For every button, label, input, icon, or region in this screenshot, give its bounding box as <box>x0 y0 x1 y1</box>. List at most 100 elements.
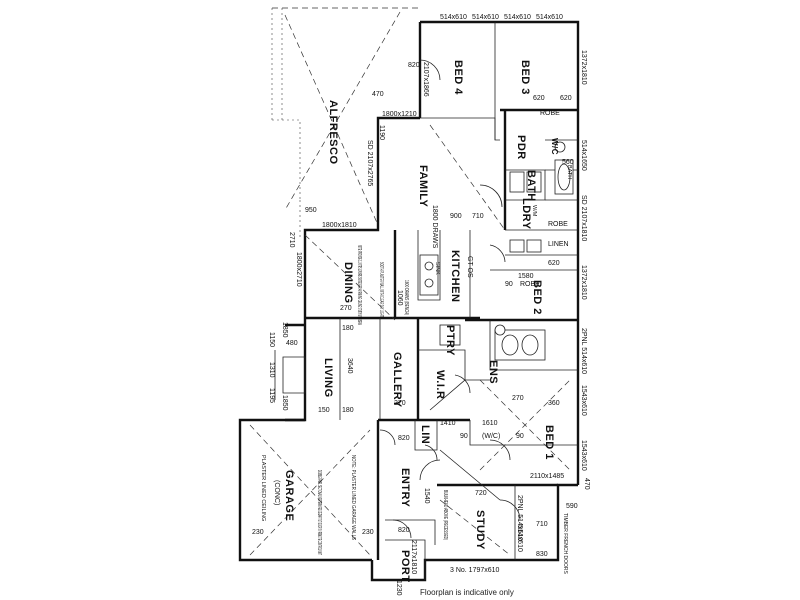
floorplan-caption: Floorplan is indicative only <box>420 588 514 597</box>
dim-label: 1150 <box>268 332 275 347</box>
dim-label: 90 <box>460 433 468 440</box>
dim-label: 514x610 <box>516 525 523 552</box>
dim-label: TIMBER FRENCH DOORS <box>562 513 568 575</box>
note-garage-door: DOUBLE PANEL SECTIONAL WESTERN RED CEDAR… <box>316 470 322 555</box>
dim-label: 180 <box>342 325 354 332</box>
dim-label: 2107x1866 <box>422 62 429 97</box>
dim-label: 1850 <box>281 395 288 411</box>
dim-label: 720 <box>475 490 487 497</box>
room-label-gallery: GALLERY <box>391 352 403 408</box>
dim-label: 620 <box>533 95 545 102</box>
dim-label: 230 <box>252 529 264 536</box>
room-label-bath: BATH <box>525 170 537 202</box>
room-label-bed1: BED 1 <box>543 425 555 460</box>
dim-label: 1230 <box>395 580 402 596</box>
dim-label: 820 <box>398 435 410 442</box>
note-bulkhead: BULKHEAD ABOVE (RECESSED) <box>442 490 448 540</box>
room-label-dining: DINING <box>342 262 354 304</box>
alfresco-outline <box>271 7 420 240</box>
dim-label: 820 <box>398 527 410 534</box>
room-label-garage: GARAGE <box>283 470 295 521</box>
note-dining: NOTE: PROVIDE 3.1 MTRS LOUVRE SUITED FOR… <box>356 245 362 325</box>
dim-label: 514x1650 <box>580 140 587 171</box>
note-bench: 1800 DRAWS (BENCH) <box>403 280 409 315</box>
ceiling-lines <box>249 124 571 556</box>
dim-label: 1543x610 <box>580 440 587 471</box>
dim-label: 1580 <box>518 273 534 280</box>
dim-label: 150 <box>318 407 330 414</box>
dim-label: 1310 <box>268 362 275 378</box>
dim-label: 2110x1485 <box>530 473 564 480</box>
dim-label: 900 <box>450 213 462 220</box>
dim-label: 514x610 <box>536 14 563 21</box>
dim-label: 1850 <box>281 322 288 338</box>
dim-label: 1610 <box>482 420 498 427</box>
label-linen: LINEN <box>548 241 569 248</box>
room-label-port: PORT <box>399 550 411 583</box>
dim-label: 3 No. 1797x610 <box>450 567 500 574</box>
dim-label: 470 <box>583 478 590 490</box>
label-bath-fixture: BATH <box>566 165 572 179</box>
dim-label: SD 2107x1810 <box>580 195 587 241</box>
label-robe-ldry: ROBE <box>548 221 568 228</box>
dim-label: 710 <box>472 213 484 220</box>
room-label-wc: W/C <box>550 138 559 155</box>
label-robe-bed3: ROBE <box>540 110 560 117</box>
room-label-ens: ENS <box>487 360 499 384</box>
room-label-alfresco: ALFRESCO <box>327 100 339 165</box>
room-label-ptry: PTRY <box>444 325 456 356</box>
dim-label: 180 <box>342 407 354 414</box>
dim-label: 514x610 <box>472 14 499 21</box>
fixtures <box>419 141 574 361</box>
dim-label: 90 <box>516 433 524 440</box>
dim-label: 590 <box>566 503 578 510</box>
label-garage-conc: (CONC) <box>273 480 280 505</box>
dim-label: 1540 <box>423 488 430 504</box>
dim-label: 1800x1210 <box>382 111 417 118</box>
note-kitchen-wall: BOOTH PLASTER WALL WITH CLEAR SKY LIGHT <box>378 262 384 317</box>
dim-label: 830 <box>536 551 548 558</box>
dimension-labels: 514x610 514x610 514x610 514x610 1372x181… <box>252 14 590 596</box>
label-wc-small: (W/C) <box>482 433 500 440</box>
dim-label: 270 <box>512 395 524 402</box>
dim-label: 1195 <box>268 388 275 403</box>
dim-label: 514x610 <box>440 14 467 21</box>
room-label-wir: W.I.R <box>434 370 446 399</box>
room-label-bed2: BED 2 <box>531 280 543 315</box>
room-label-pdr: PDR <box>515 135 527 160</box>
room-label-family: FAMILY <box>417 165 429 207</box>
label-garage-ceiling: PLASTER LINED CEILING <box>260 455 266 521</box>
dim-label: 620 <box>548 260 560 267</box>
dim-label: 620 <box>560 95 572 102</box>
dim-label: 1372x1810 <box>580 50 587 85</box>
label-wm: W/M <box>531 205 537 217</box>
dim-label: 470 <box>372 91 384 98</box>
room-label-bed4: BED 4 <box>452 60 464 95</box>
dim-label: 2117x1810 <box>410 540 417 574</box>
dim-label: 230 <box>362 529 374 536</box>
dim-label: 2PNL 514x610 <box>516 495 523 541</box>
dim-label: 710 <box>536 521 548 528</box>
dim-label: 514x610 <box>504 14 531 21</box>
note-garage-walls: NOTE: PLASTER LINED GARAGE WALLS <box>350 455 356 540</box>
interior-walls <box>305 22 578 580</box>
dim-label: 950 <box>305 207 317 214</box>
room-label-bed3: BED 3 <box>519 60 531 95</box>
dim-label: 3640 <box>346 358 353 374</box>
dim-label: 1543x610 <box>580 385 587 416</box>
label-sink: SINK <box>434 262 440 275</box>
label-robe-bed2: ROBE <box>520 281 540 288</box>
dim-label: 1410 <box>440 420 456 427</box>
dim-label: 270 <box>394 400 406 407</box>
room-label-study: STUDY <box>474 510 486 550</box>
dim-label: 1060 <box>396 290 403 306</box>
room-label-entry: ENTRY <box>399 468 411 508</box>
room-label-kitchen: KITCHEN <box>449 250 461 302</box>
dim-label: 1800 DRAWS <box>431 205 438 249</box>
dim-label: 1190 <box>378 125 385 140</box>
room-label-living: LIVING <box>322 358 334 398</box>
room-label-ldry: LDRY <box>520 198 532 230</box>
dim-label: 480 <box>286 340 298 347</box>
room-label-lin: LIN <box>419 425 431 444</box>
dim-label: GT OS <box>466 256 473 278</box>
